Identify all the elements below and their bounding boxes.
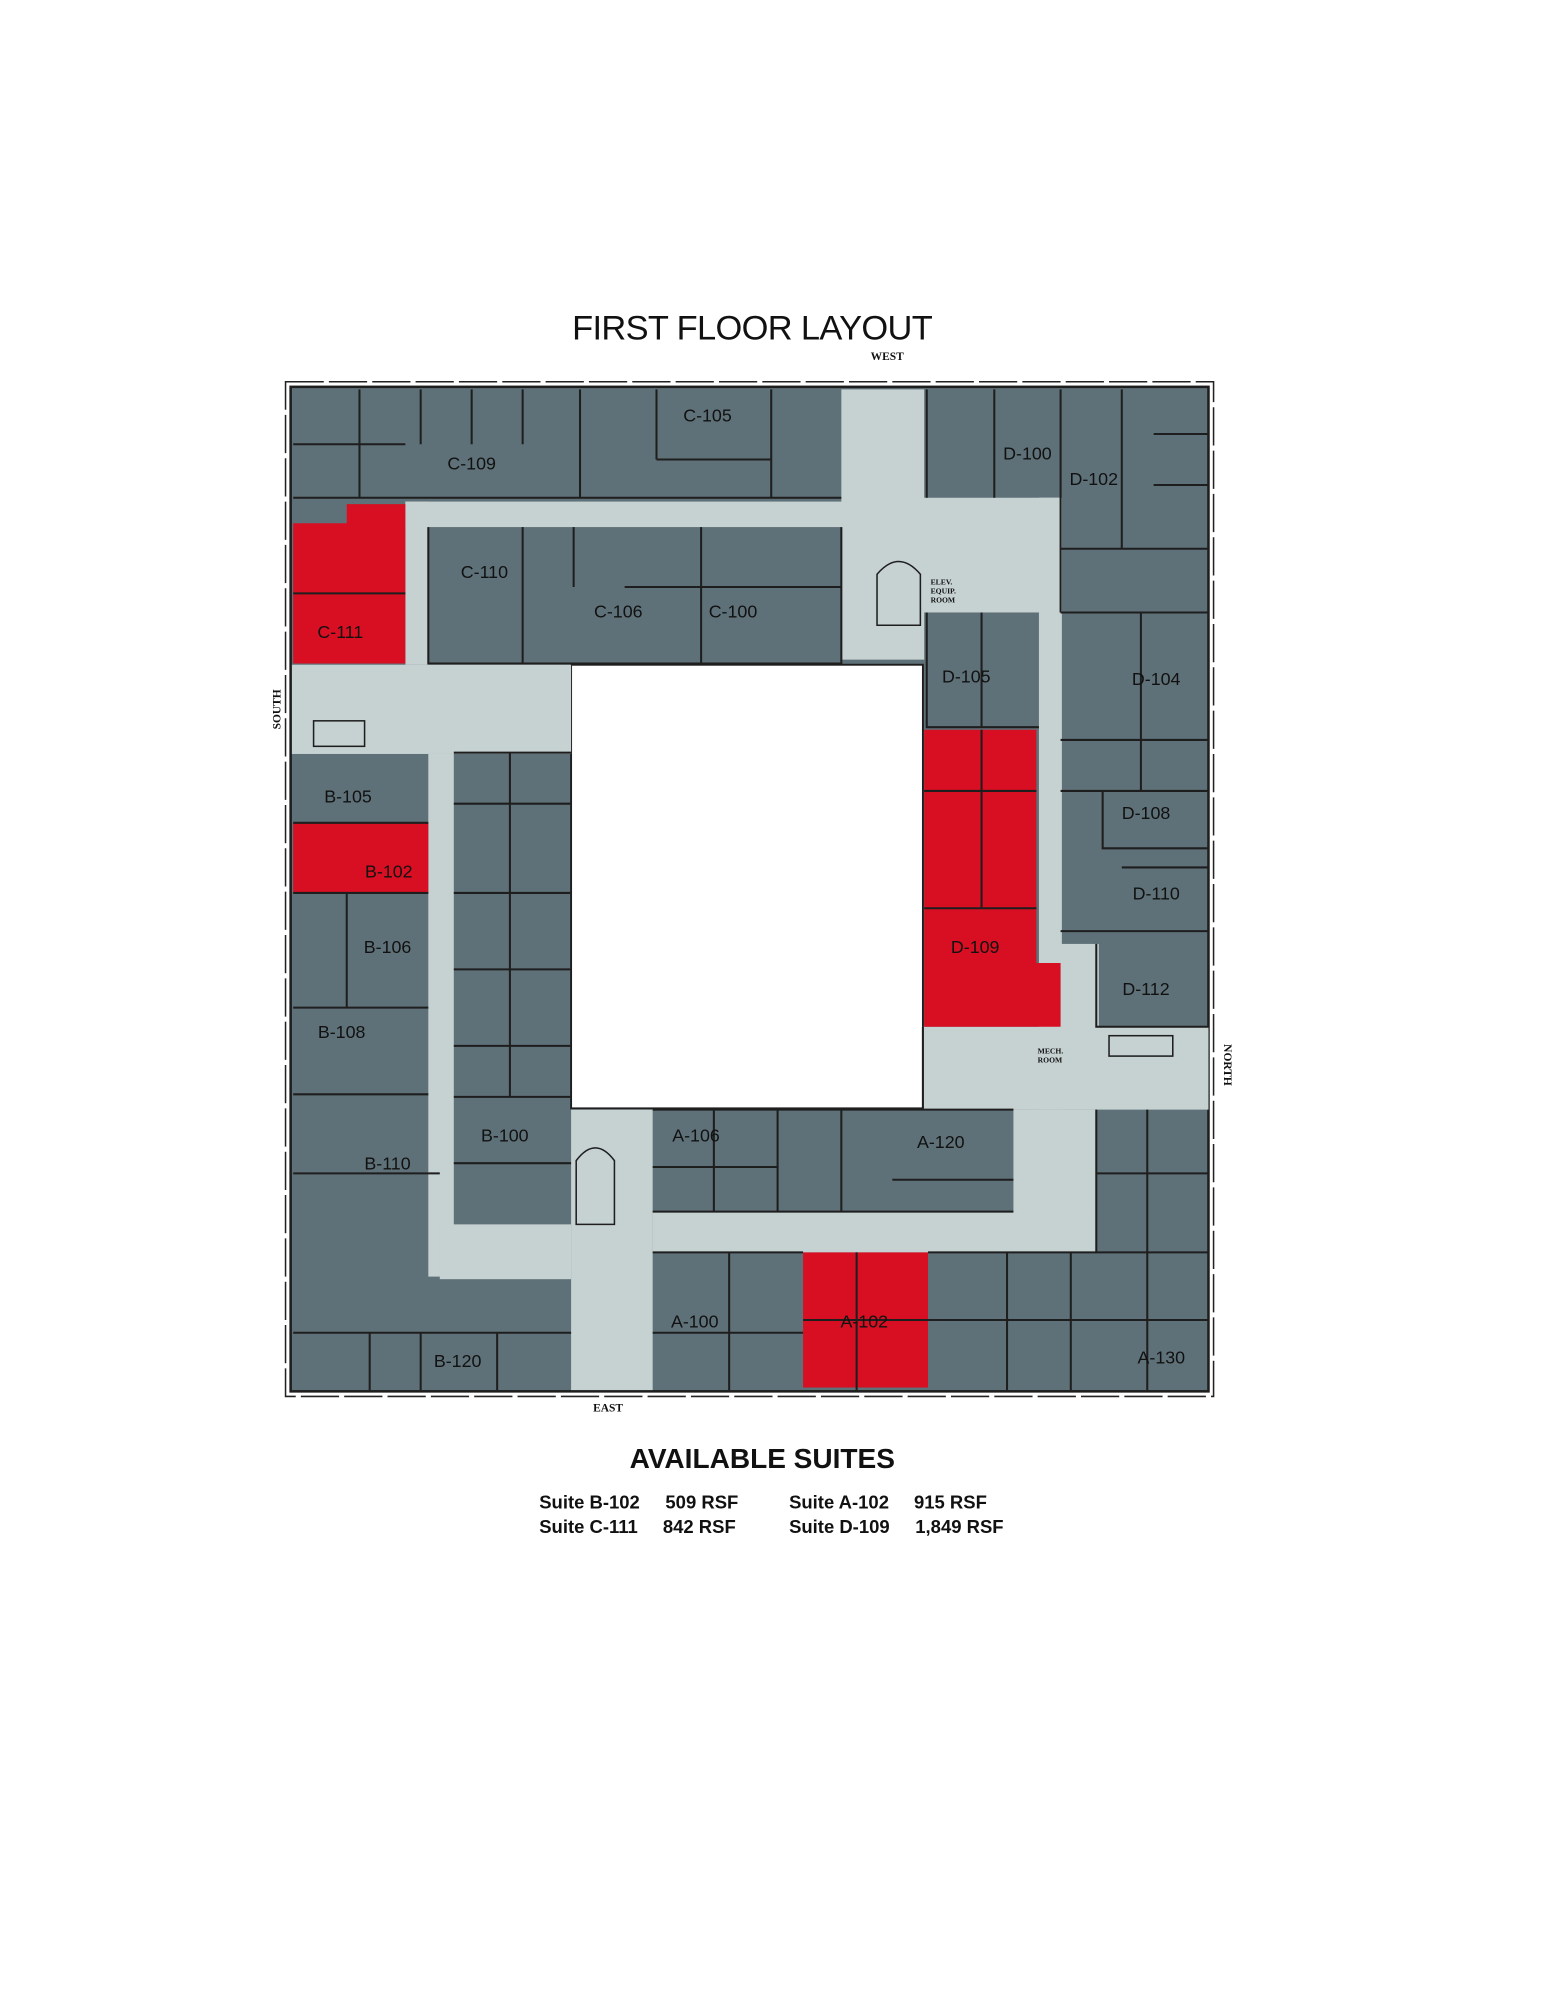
suite-name: Suite B-102	[539, 1492, 640, 1513]
room-label[interactable]: C-111	[317, 622, 363, 642]
room-label[interactable]: C-105	[683, 405, 732, 425]
suite-name: Suite A-102	[789, 1492, 889, 1513]
available-suites-heading: AVAILABLE SUITES	[630, 1443, 895, 1474]
elev-equip-room-label: EQUIP.	[931, 586, 956, 595]
room-label[interactable]: D-112	[1122, 979, 1169, 999]
suite-d-109-area	[924, 729, 1061, 1027]
room-label[interactable]: A-100	[671, 1312, 719, 1332]
available-suites-legend: AVAILABLE SUITES Suite B-102 509 RSF Sui…	[539, 1443, 1003, 1537]
room-label[interactable]: C-110	[461, 562, 508, 582]
room-label[interactable]: B-105	[324, 786, 372, 806]
corridors	[291, 389, 1209, 1391]
suite-area: 915 RSF	[914, 1492, 987, 1513]
suite-b-102-area	[293, 822, 429, 893]
room-label[interactable]: A-106	[672, 1125, 720, 1145]
room-label[interactable]: D-104	[1132, 669, 1181, 689]
suite-area: 1,849 RSF	[915, 1516, 1003, 1537]
room-label[interactable]: D-105	[942, 667, 991, 687]
suite-area: 842 RSF	[663, 1516, 736, 1537]
elev-equip-room-label: ROOM	[931, 595, 956, 604]
room-label[interactable]: C-100	[709, 602, 758, 622]
east-entrance-label: EAST	[593, 1403, 623, 1415]
room-label[interactable]: B-106	[364, 937, 412, 957]
suite-name: Suite C-111	[539, 1516, 638, 1537]
floor-plan-title: FIRST FLOOR LAYOUT	[572, 310, 933, 348]
room-label[interactable]: B-110	[364, 1154, 410, 1174]
room-label[interactable]: D-108	[1122, 803, 1171, 823]
room-label[interactable]: B-108	[318, 1022, 366, 1042]
room-label[interactable]: B-100	[481, 1125, 529, 1145]
perimeter-windows	[284, 380, 1215, 1398]
room-label[interactable]: D-100	[1003, 444, 1052, 464]
north-entrance-label: NORTH	[1221, 1044, 1233, 1086]
room-label[interactable]: C-109	[447, 454, 496, 474]
elev-equip-room-label: ELEV.	[931, 577, 953, 586]
mech-room-label: MECH.	[1038, 1047, 1064, 1056]
courtyard	[570, 663, 924, 1110]
room-labels: C-105 C-109 D-100 D-102 C-110 C-106 C-10…	[317, 405, 1185, 1371]
suite-name: Suite D-109	[789, 1516, 890, 1537]
suite-area: 509 RSF	[665, 1492, 738, 1513]
floor-plan: WEST SOUTH NORTH EAST ELEV. EQUIP. ROOM …	[271, 351, 1232, 1415]
suite-c-111-area	[293, 504, 406, 664]
west-entrance-label: WEST	[871, 351, 904, 363]
room-label[interactable]: C-106	[594, 602, 643, 622]
room-label[interactable]: A-130	[1138, 1347, 1186, 1367]
room-label[interactable]: B-120	[434, 1351, 482, 1371]
room-label[interactable]: A-102	[840, 1312, 888, 1332]
room-label[interactable]: B-102	[365, 862, 413, 882]
interior-walls	[293, 389, 1209, 1391]
south-entrance-label: SOUTH	[271, 689, 283, 729]
mech-room-label: ROOM	[1038, 1055, 1063, 1064]
stairs-icon	[312, 560, 1174, 1226]
room-label[interactable]: D-110	[1133, 883, 1180, 903]
room-label[interactable]: D-102	[1069, 469, 1118, 489]
room-label[interactable]: A-120	[917, 1132, 965, 1152]
room-label[interactable]: D-109	[951, 937, 1000, 957]
